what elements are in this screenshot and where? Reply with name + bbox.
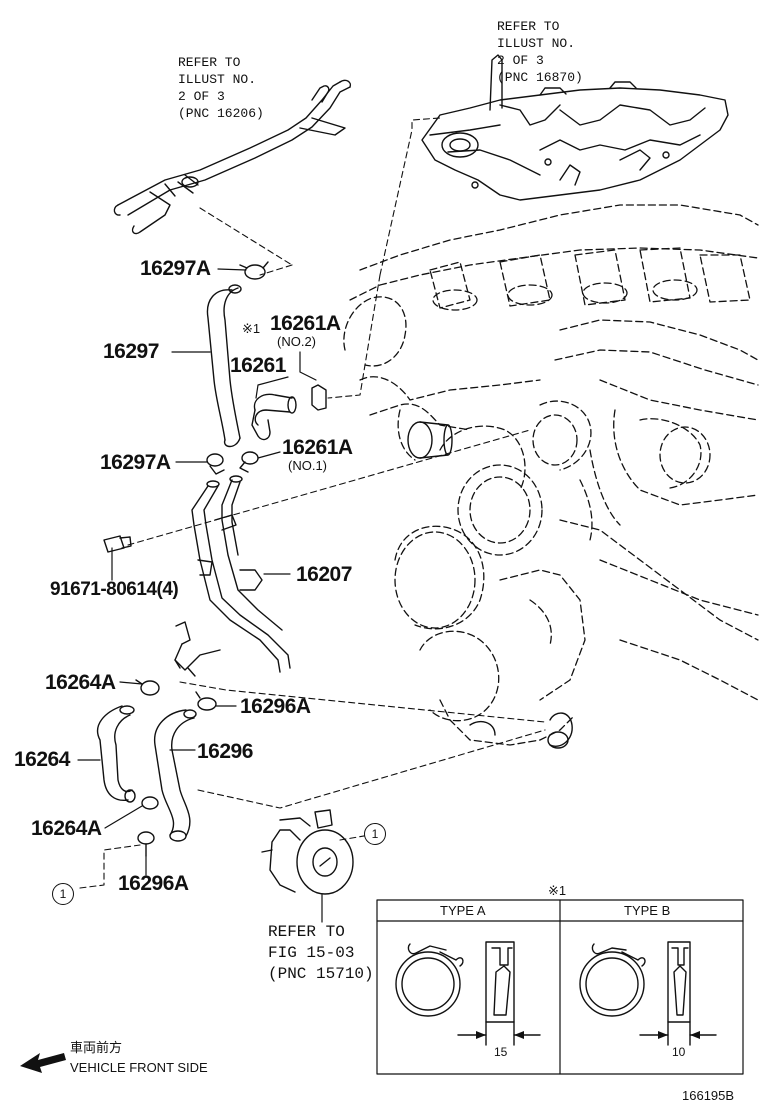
detail-type-b-label: TYPE B bbox=[624, 903, 671, 918]
figure-code: 166195B bbox=[682, 1088, 735, 1103]
part-label-16296[interactable]: 16296 bbox=[197, 740, 253, 763]
part-label-16264[interactable]: 16264 bbox=[14, 748, 70, 771]
leader-lines bbox=[79, 117, 546, 889]
type-b-arrows bbox=[658, 1031, 700, 1039]
part-label-91671-80614[interactable]: 91671-80614(4) bbox=[50, 579, 179, 600]
callout-circle-1-right: 1 bbox=[364, 823, 386, 845]
refer-illust-pnc16206: REFER TO ILLUST NO. 2 OF 3 (PNC 16206) bbox=[178, 55, 264, 121]
clamp-16261a-no2 bbox=[311, 384, 327, 411]
note-mark-16261a: ※1 bbox=[242, 321, 261, 336]
pipe-16207 bbox=[174, 475, 291, 677]
detail-box bbox=[376, 899, 744, 1075]
type-a-arrows bbox=[476, 1031, 524, 1039]
part-label-16296a-bottom[interactable]: 16296A bbox=[118, 872, 189, 895]
refer-fig-pnc15710: REFER TO FIG 15-03 (PNC 15710) bbox=[268, 923, 374, 983]
type-b-clamp-drawing bbox=[579, 941, 717, 1046]
clamp-16261a-no1 bbox=[239, 451, 259, 473]
part-label-16264a-bottom[interactable]: 16264A bbox=[31, 817, 102, 840]
clamp-16297a-top bbox=[239, 261, 269, 280]
dimension-type-a: 15 bbox=[494, 1045, 508, 1059]
clamp-16264a-top bbox=[135, 679, 160, 696]
direction-label-en: VEHICLE FRONT SIDE bbox=[70, 1060, 208, 1075]
water-inlet bbox=[407, 421, 573, 749]
hose-16297 bbox=[206, 284, 242, 448]
part-label-16297a-bottom[interactable]: 16297A bbox=[100, 451, 171, 474]
part-label-16261a-no1[interactable]: 16261A bbox=[282, 436, 353, 459]
detail-mark: ※1 bbox=[548, 883, 567, 898]
clamp-16264a-bottom bbox=[141, 796, 159, 810]
part-label-16264a-top[interactable]: 16264A bbox=[45, 671, 116, 694]
oil-cooler bbox=[261, 809, 354, 895]
part-label-16297[interactable]: 16297 bbox=[103, 340, 159, 363]
upper-hose-assembly bbox=[113, 79, 352, 235]
part-leaders bbox=[77, 268, 323, 923]
clamp-16297a-bottom bbox=[206, 453, 225, 475]
hose-16264 bbox=[96, 705, 136, 803]
hose-16261 bbox=[251, 393, 297, 441]
refer-illust-pnc16870: REFER TO ILLUST NO. 2 OF 3 (PNC 16870) bbox=[497, 19, 583, 85]
part-label-16207[interactable]: 16207 bbox=[296, 563, 352, 586]
part-note-no1: (NO.1) bbox=[288, 458, 327, 473]
part-label-16296a-top[interactable]: 16296A bbox=[240, 695, 311, 718]
part-label-16297a-top[interactable]: 16297A bbox=[140, 257, 211, 280]
intake-manifold bbox=[421, 54, 729, 201]
engine-block bbox=[343, 204, 759, 746]
part-label-16261a-no2[interactable]: 16261A bbox=[270, 312, 341, 335]
clamp-16296a-top bbox=[195, 691, 217, 711]
bolt-91671 bbox=[103, 535, 132, 553]
front-arrow bbox=[20, 1053, 66, 1073]
type-a-clamp-drawing bbox=[395, 941, 541, 1046]
detail-type-a-label: TYPE A bbox=[440, 903, 486, 918]
hose-16296 bbox=[154, 709, 197, 842]
dimension-type-b: 10 bbox=[672, 1045, 686, 1059]
part-label-16261[interactable]: 16261 bbox=[230, 354, 286, 377]
callout-circle-1-left: 1 bbox=[52, 883, 74, 905]
direction-label-jp: 車両前方 bbox=[70, 1040, 123, 1055]
clamp-16296a-bottom bbox=[137, 831, 155, 857]
part-note-no2: (NO.2) bbox=[277, 334, 316, 349]
